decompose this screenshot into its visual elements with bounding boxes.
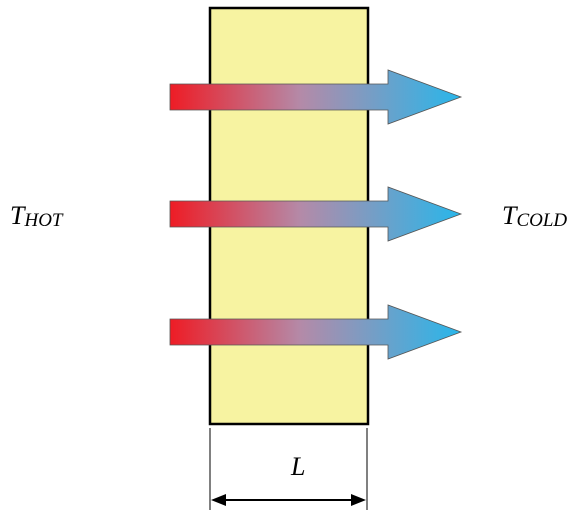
heat-flow-arrow-bottom [169,304,463,360]
hot-label-subscript: HOT [23,210,63,231]
heat-flow-arrow-top [169,69,463,125]
dimension-arrowhead-right [351,494,366,506]
hot-temperature-label: THOT [10,201,64,231]
dimension-arrowhead-left [211,494,226,506]
hot-label-main: T [10,201,26,230]
heat-flow-arrow-middle [169,186,463,242]
cold-label-subscript: COLD [516,210,567,231]
cold-label-main: T [502,201,518,230]
thickness-label: L [290,452,305,481]
cold-temperature-label: TCOLD [502,201,567,231]
heat-flow-arrows [169,69,463,360]
